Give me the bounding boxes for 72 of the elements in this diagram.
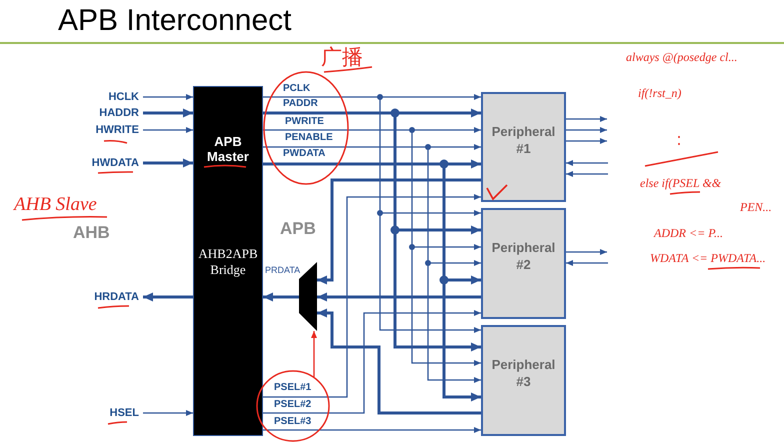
signal-label: PSEL#1	[274, 382, 312, 394]
arrow	[566, 127, 607, 133]
bus-arrow	[143, 292, 193, 302]
bus-label: AHB	[73, 223, 110, 243]
signal-label: PADDR	[283, 98, 318, 110]
arrow	[566, 171, 608, 177]
handwritten-note: if(!rst_n)	[638, 86, 682, 101]
arrow	[263, 310, 481, 414]
peripheral-box	[481, 92, 566, 202]
block-title: APB Master	[206, 134, 250, 164]
arrow	[428, 260, 481, 266]
peripheral-box	[481, 325, 566, 436]
signal-label: HCLK	[84, 90, 143, 104]
arrow	[411, 247, 481, 366]
arrow	[566, 160, 608, 166]
handwritten-note: PEN...	[740, 200, 772, 215]
signal-label: PSEL#2	[274, 399, 312, 411]
signal-label: PSEL#3	[274, 416, 312, 428]
connector-line	[263, 146, 428, 148]
bus-arrow	[263, 292, 299, 302]
signal-label: PENABLE	[285, 132, 333, 144]
signal-label: HSEL	[84, 406, 143, 420]
bus-arrow	[317, 292, 481, 302]
multiplexer-symbol	[299, 262, 317, 331]
peripheral-box	[481, 208, 566, 319]
handwritten-note: AHB Slave	[14, 194, 97, 216]
arrow	[311, 331, 317, 377]
signal-label: HADDR	[84, 106, 143, 120]
arrow	[427, 263, 481, 383]
arrow	[143, 410, 193, 416]
connector-line	[263, 129, 412, 131]
arrow	[379, 213, 481, 333]
peripheral-label: Peripheral #2	[490, 239, 556, 273]
handwritten-note: else if(PSEL &&	[640, 176, 722, 191]
peripheral-label: Peripheral #1	[490, 123, 556, 157]
bus-arrow	[317, 178, 481, 284]
bus-label: APB	[280, 219, 316, 239]
arrow	[143, 94, 193, 100]
arrow	[566, 116, 607, 122]
signal-label: PRDATA	[265, 265, 300, 276]
bridge-block	[193, 86, 263, 436]
arrow	[380, 94, 481, 100]
signal-label: HWRITE	[84, 123, 143, 137]
signal-label: PWDATA	[283, 148, 326, 160]
arrow	[428, 144, 481, 150]
arrow	[263, 194, 481, 398]
handwritten-note: 广播	[321, 44, 363, 70]
bus-arrow	[143, 108, 193, 118]
arrow	[412, 244, 481, 250]
arrow	[566, 249, 607, 255]
connector-line	[379, 97, 381, 213]
signal-label: HWDATA	[84, 156, 143, 170]
signal-label: PWRITE	[285, 116, 324, 128]
bus-arrow	[143, 158, 193, 168]
arrow	[380, 210, 481, 216]
connector-line	[263, 96, 380, 98]
peripheral-label: Peripheral #3	[490, 356, 556, 390]
handwritten-note: WDATA <= PWDATA...	[650, 251, 766, 266]
connector-line	[411, 130, 413, 247]
slide-title: APB Interconnect	[58, 3, 292, 39]
handwritten-note: ADDR <= P...	[654, 226, 723, 241]
signal-label: PCLK	[283, 83, 310, 95]
arrow	[412, 127, 481, 133]
arrow	[263, 427, 481, 433]
handwritten-note: always @(posedge cl...	[626, 50, 738, 65]
arrow	[566, 138, 607, 144]
bus-arrow	[317, 308, 481, 414]
block-label: AHB2APB Bridge	[197, 246, 259, 278]
arrow	[566, 260, 608, 266]
signal-label: HRDATA	[84, 290, 143, 304]
connector-line	[427, 147, 429, 263]
arrow	[143, 127, 193, 133]
